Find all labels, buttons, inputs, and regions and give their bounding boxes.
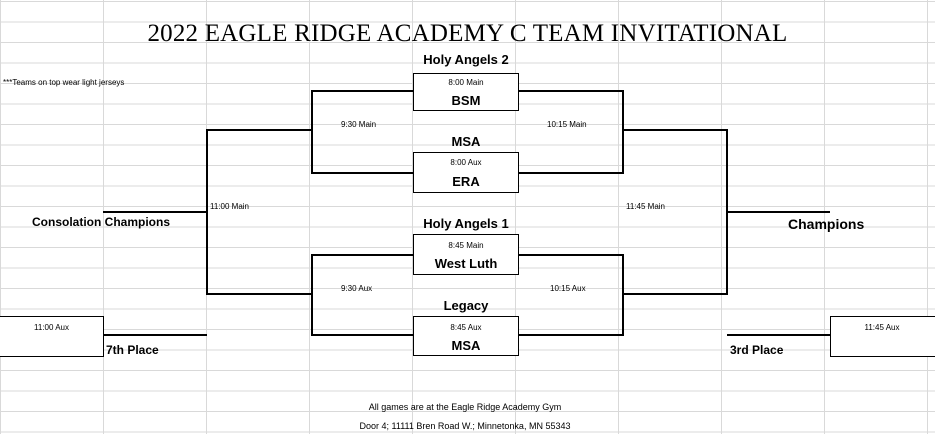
game-box-g1 [413, 73, 519, 111]
champions-label: Champions [788, 216, 865, 232]
game-time: 8:00 Main [448, 78, 484, 87]
game-time: 8:45 Aux [450, 323, 482, 332]
bracket-line [519, 334, 623, 336]
game-time: 11:45 Aux [864, 323, 900, 332]
footer-venue: All games are at the Eagle Ridge Academy… [368, 402, 562, 412]
bracket-line [623, 293, 727, 295]
bracket-line [311, 254, 313, 336]
game-time: 8:00 Aux [450, 158, 482, 167]
team-label: MSA [451, 338, 481, 353]
bracket-line [727, 211, 830, 213]
bracket-line [207, 293, 312, 295]
bracket-line [207, 129, 312, 131]
game-time: 11:00 Main [210, 202, 249, 211]
bracket-line [519, 172, 623, 174]
seventh-place-box [0, 316, 104, 357]
team-label: Legacy [443, 298, 489, 313]
team-label: MSA [451, 134, 481, 149]
team-label: Holy Angels 1 [423, 216, 509, 231]
bracket-line [103, 334, 207, 336]
footer-address: Door 4; 11111 Bren Road W.; Minnetonka, … [359, 421, 571, 431]
game-box-g2 [413, 152, 519, 193]
bracket-line [623, 129, 727, 131]
bracket-line [519, 90, 623, 92]
bracket-line [519, 254, 623, 256]
bracket-line [622, 254, 624, 336]
game-time: 11:45 Main [626, 202, 665, 211]
third-place-label: 3rd Place [730, 343, 784, 357]
team-label: ERA [452, 174, 480, 189]
game-time: 11:00 Aux [34, 323, 69, 332]
game-box-g3 [413, 234, 519, 275]
game-time: 10:15 Aux [550, 284, 586, 293]
bracket-line [727, 334, 831, 336]
bracket-line [622, 90, 624, 174]
game-time: 10:15 Main [547, 120, 587, 129]
bracket-line [103, 211, 207, 213]
bracket-line [312, 334, 413, 336]
game-time: 9:30 Aux [341, 284, 373, 293]
bracket-line [312, 254, 413, 256]
game-box-g4 [413, 316, 519, 356]
team-label: BSM [451, 93, 481, 108]
bracket-line [312, 90, 413, 92]
team-label: Holy Angels 2 [423, 52, 509, 67]
bracket-line [206, 129, 208, 295]
bracket-line [312, 172, 413, 174]
seventh-place-label: 7th Place [106, 343, 159, 357]
third-place-box [830, 316, 935, 357]
game-time: 8:45 Main [448, 241, 484, 250]
bracket-line [311, 90, 313, 174]
team-label: West Luth [434, 256, 498, 271]
game-time: 9:30 Main [341, 120, 377, 129]
jersey-note: ***Teams on top wear light jerseys [3, 78, 125, 87]
consolation-champions-label: Consolation Champions [32, 215, 170, 229]
page-title: 2022 EAGLE RIDGE ACADEMY C TEAM INVITATI… [147, 20, 788, 47]
